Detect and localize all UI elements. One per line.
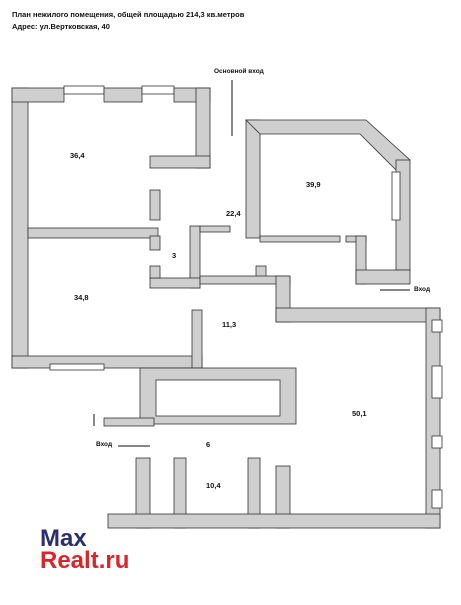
room-area-39-9: 39,9 bbox=[306, 180, 321, 189]
plan-address: Адрес: ул.Вертковская, 40 bbox=[12, 22, 110, 31]
wall-left-399 bbox=[245, 119, 261, 239]
wall-stub-1 bbox=[149, 189, 161, 221]
logo-line-2: Realt.ru bbox=[40, 547, 130, 574]
wall-top-left-2 bbox=[103, 87, 143, 103]
wall-left-entrance bbox=[103, 417, 155, 427]
wall-room3-top bbox=[199, 225, 231, 233]
room-area-3: 3 bbox=[172, 251, 177, 260]
window-r3 bbox=[431, 435, 443, 449]
room-area-11-3: 11,3 bbox=[222, 320, 237, 329]
plan-title: План нежилого помещения, общей площадью … bbox=[12, 10, 245, 19]
wall-room3-left bbox=[149, 265, 161, 279]
room-area-6: 6 bbox=[206, 440, 211, 449]
wall-room3-bottom bbox=[149, 277, 201, 289]
wall-bottom-399-a bbox=[259, 235, 341, 243]
room-area-10-4: 10,4 bbox=[206, 481, 221, 490]
room-area-34-8: 34,8 bbox=[74, 293, 89, 302]
window-r2 bbox=[431, 365, 443, 399]
wall-mid-horizontal bbox=[27, 227, 159, 239]
window-r4 bbox=[431, 489, 443, 509]
main-entrance-label: Основной вход bbox=[214, 68, 264, 75]
walls bbox=[11, 85, 443, 529]
window-right-399 bbox=[391, 171, 401, 221]
wall-top-left-1 bbox=[11, 87, 65, 103]
wall-stub-2 bbox=[149, 235, 161, 251]
window-top-2 bbox=[141, 85, 175, 95]
right-entrance-label: Вход bbox=[414, 286, 431, 293]
window-top-1 bbox=[63, 85, 105, 95]
wall-bottom-34 bbox=[11, 355, 203, 369]
wall-bottom bbox=[107, 513, 441, 529]
window-r1 bbox=[431, 319, 443, 333]
room-area-22-4: 22,4 bbox=[226, 209, 241, 218]
left-entrance-label: Вход bbox=[96, 441, 113, 448]
room-area-50-1: 50,1 bbox=[352, 409, 367, 418]
mid-block-inner bbox=[155, 379, 281, 417]
wall-top-501 bbox=[275, 307, 441, 323]
wall-left-outer bbox=[11, 87, 29, 369]
window-left-1 bbox=[49, 363, 105, 371]
wall-corner-399 bbox=[355, 269, 411, 285]
logo-line-1: Max bbox=[40, 525, 87, 552]
maxrealt-logo: Max Realt.ru bbox=[40, 525, 130, 574]
wall-bottom-36 bbox=[149, 155, 211, 169]
wall-top-399 bbox=[245, 119, 411, 171]
room-area-36-4: 36,4 bbox=[70, 151, 85, 160]
wall-right-34 bbox=[191, 309, 203, 369]
